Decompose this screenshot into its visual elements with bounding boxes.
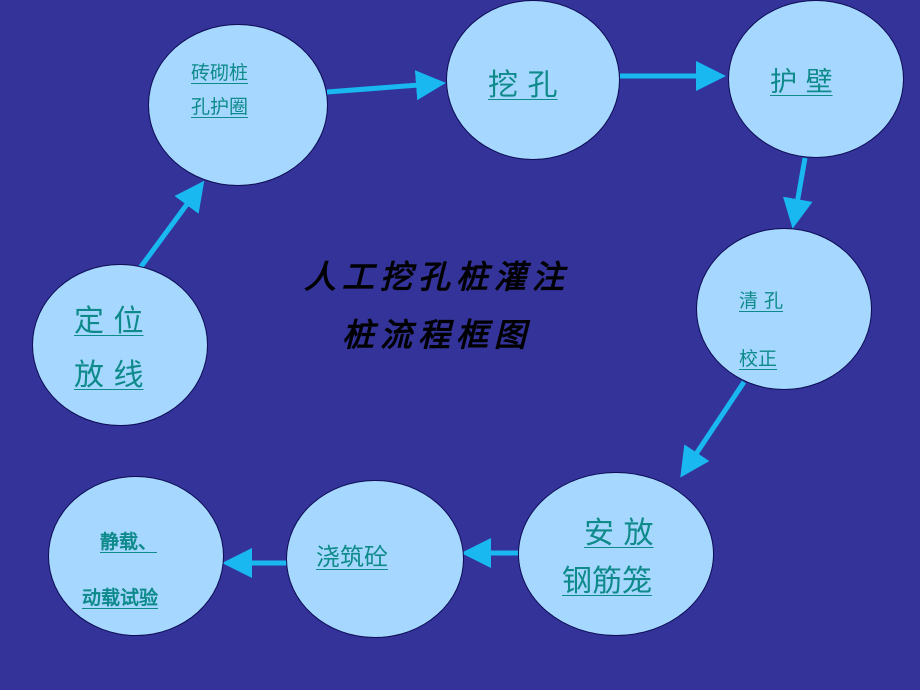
arrow-position-to-brick-ring	[137, 180, 205, 270]
step-wall-label: 护 壁	[770, 67, 833, 98]
step-clean-line2: 校正	[739, 348, 778, 370]
step-excavate-label: 挖 孔	[488, 68, 558, 103]
step-test-line2: 动载试验	[82, 587, 159, 609]
step-brick-ring-line2: 孔护圈	[191, 96, 249, 118]
step-cage-line2: 钢筋笼	[562, 564, 652, 599]
step-clean-node	[696, 228, 872, 390]
step-test-line1: 静载、	[100, 531, 158, 553]
step-cage-node	[518, 472, 714, 636]
arrow-wall-to-clean	[782, 157, 813, 229]
diagram-title-line1: 人工挖孔桩灌注	[304, 258, 571, 296]
step-position-line1: 定 位	[74, 304, 144, 339]
step-clean-line1: 清 孔	[739, 290, 784, 312]
step-position-line2: 放 线	[74, 358, 144, 393]
arrow-brick-ring-to-excavate	[326, 70, 446, 101]
arrow-clean-to-cage	[680, 380, 747, 478]
step-cage-line1: 安 放	[584, 516, 654, 551]
step-brick-ring-line1: 砖砌桩	[191, 62, 249, 84]
step-brick-ring-node	[148, 24, 328, 186]
step-excavate-node	[446, 0, 620, 160]
diagram-title-line2: 桩流程框图	[342, 316, 533, 354]
step-test-node	[48, 476, 224, 636]
step-pour-label: 浇筑砼	[316, 543, 388, 571]
step-wall-node	[728, 0, 904, 158]
step-position-node	[32, 264, 208, 426]
step-pour-node	[286, 480, 464, 638]
